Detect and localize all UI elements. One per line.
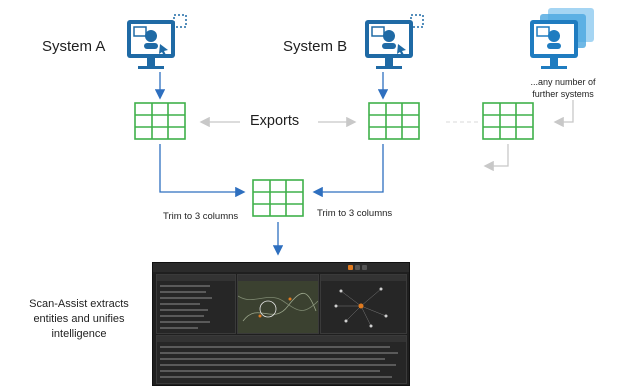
entity-list-panel: [156, 274, 236, 334]
toolbar-indicator: [348, 265, 353, 270]
table-grid-icon-b: [368, 102, 420, 140]
trim-right-label: Trim to 3 columns: [317, 208, 393, 219]
app-toolbar: [153, 263, 409, 272]
system-a-computer-icon: [127, 14, 187, 69]
scan-assist-app-screenshot: [152, 262, 410, 386]
system-b-label: System B: [283, 38, 348, 55]
arrow-further-down: [553, 100, 574, 128]
further-systems-line1: ...any number of: [530, 77, 596, 87]
results-table-panel: [156, 335, 407, 384]
further-systems-label: ...any number of further systems: [520, 76, 606, 100]
map-graphic: [238, 293, 318, 322]
scan-assist-line1: Scan-Assist extracts: [29, 298, 129, 310]
table-grid-icon-further: [482, 102, 534, 140]
exports-label: Exports: [250, 113, 300, 129]
scan-assist-caption: Scan-Assist extracts entities and unifie…: [8, 297, 150, 342]
further-systems-line2: further systems: [532, 89, 594, 99]
scan-assist-line2: entities and unifies: [33, 313, 125, 325]
arrow-b-to-merge: [312, 144, 384, 198]
panel-header: [157, 336, 406, 342]
arrow-further-return: [483, 144, 509, 172]
panel-header: [238, 275, 318, 281]
arrow-a-to-merge: [159, 144, 246, 198]
scan-assist-line3: intelligence: [51, 328, 107, 340]
network-graph-panel: [320, 274, 407, 334]
network-graph: [334, 287, 388, 328]
map-panel: [237, 274, 319, 334]
system-a-label: System A: [42, 38, 106, 55]
table-grid-icon-merged: [252, 179, 304, 217]
panel-header: [321, 275, 406, 281]
trim-left-label: Trim to 3 columns: [163, 211, 239, 222]
toolbar-indicator: [362, 265, 367, 270]
further-systems-computer-icon: [530, 8, 594, 69]
table-grid-icon-a: [134, 102, 186, 140]
system-b-computer-icon: [365, 14, 424, 69]
toolbar-indicator: [355, 265, 360, 270]
panel-header: [157, 275, 235, 281]
